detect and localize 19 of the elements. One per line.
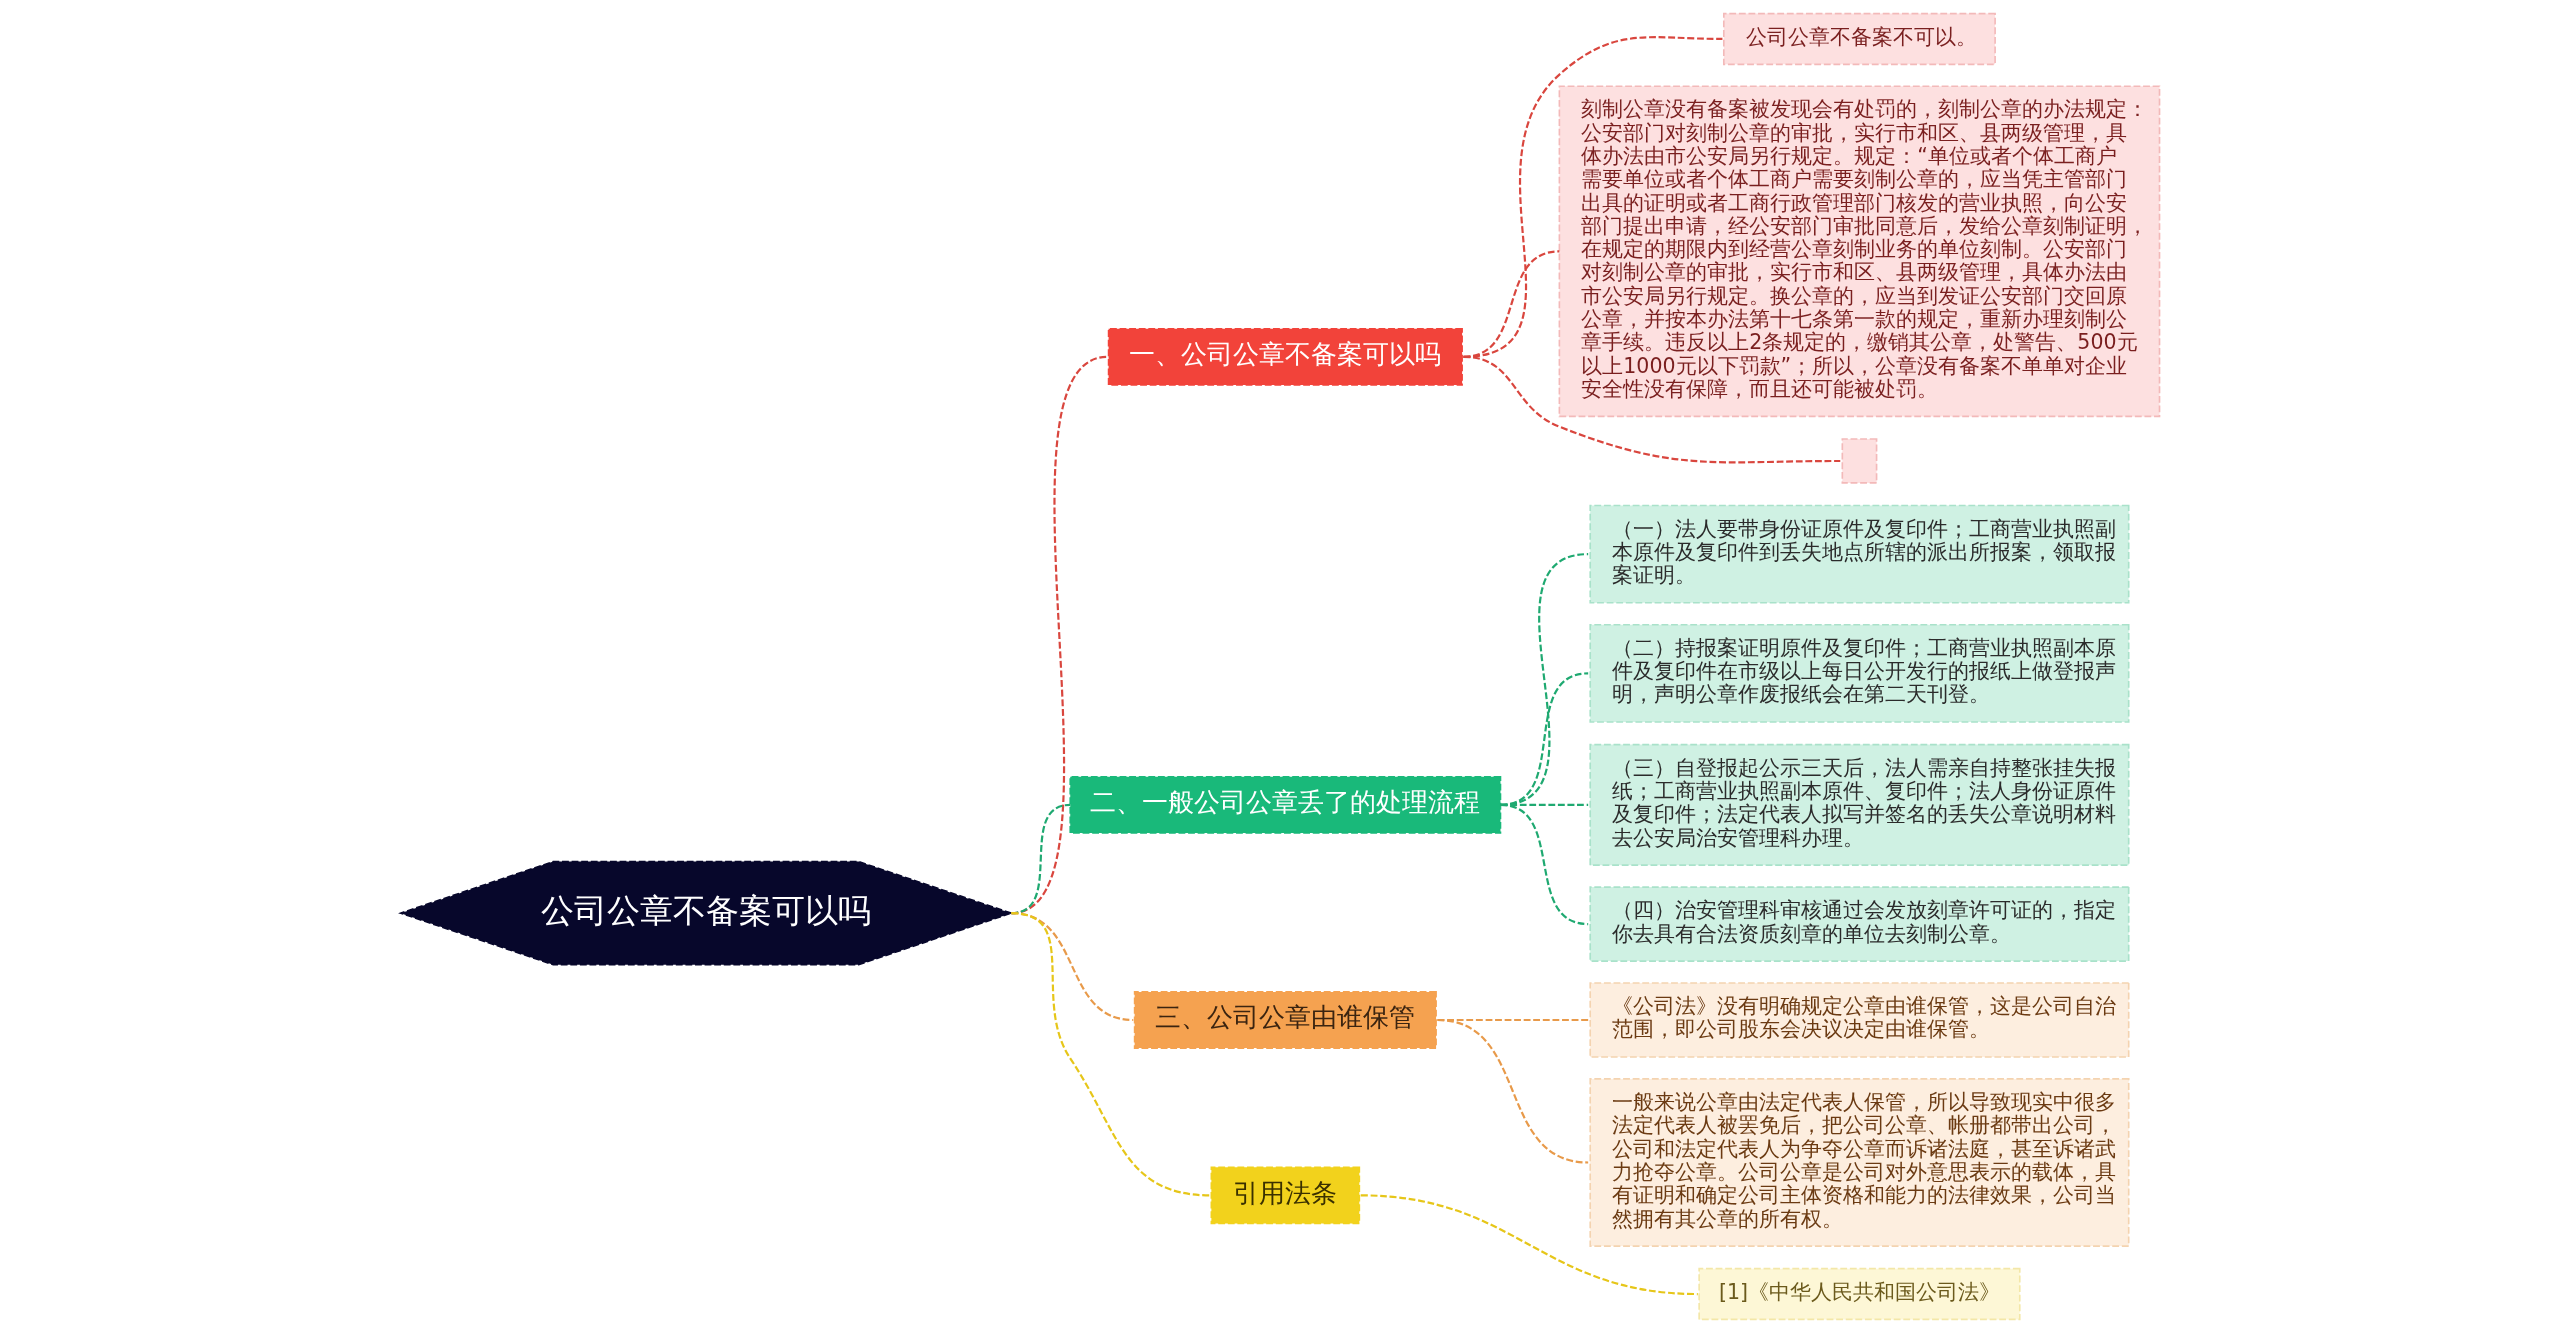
node-box: 引用法条 [1210, 1166, 1361, 1225]
node-box [1841, 438, 1878, 484]
node-box: （一）法人要带身份证原件及复印件；工商营业执照副本原件及复印件到丢失地点所辖的派出所报案，领取报案证明。 [1589, 504, 2130, 604]
node-box: 刻制公章没有备案被发现会有处罚的，刻制公章的办法规定：公安部门对刻制公章的审批，实行市和区、县两级管理，具体办法由市公安局另行规定。规定：“单位或者个体工商户需要单位或者个体工商户需要刻制公章的，应当凭主管部门出具的证明或者工商行政管理部门核发的营业执照，向公安部门提出申请，经公安部门审批同意后，发给公章刻制证明，在规定的期限内到经营公章刻制业务的单位刻制。公安部门对刻制公章的审批，实行市和区、县两级管理，具体办法由市公安局另行规定。换公章的，应当到发证公安部门交回原公章，并按本办法第十七条第一款的规定，重新办理刻制公章手续。违反以上2条规定的，缴销其公章，处警告、500元以上1000元以下罚款”；所以，公章没有备案不单单对企业安全性没有保障，而且还可能被处罚。 [1558, 85, 2161, 418]
connector [1360, 1194, 1698, 1296]
node-box: 公司公章不备案不可以。 [1723, 12, 1996, 66]
node-box: 一、公司公章不备案可以吗 [1107, 327, 1463, 386]
node-box: （四）治安管理科审核通过会发放刻章许可证的，指定你去具有合法资质刻章的单位去刻制公章。 [1589, 886, 2130, 962]
node-box: [1]《中华人民共和国公司法》 [1698, 1267, 2021, 1321]
node-box: 一般来说公章由法定代表人保管，所以导致现实中很多法定代表人被罢免后，把公司公章、帐册都带出公司，公司和法定代表人为争夺公章而诉诸法庭，甚至诉诸武力抢夺公章。公司公章是公司对外意思表示的载体，具有证明和确定公司主体资格和能力的法律效果，公司当然拥有其公章的所有权。 [1589, 1078, 2130, 1247]
connector [1463, 355, 1841, 464]
connector [1500, 803, 1589, 926]
node-box: （二）持报案证明原件及复印件；工商营业执照副本原件及复印件在市级以上每日公开发行的报纸上做登报声明，声明公章作废报纸会在第二天刊登。 [1589, 623, 2130, 723]
node-box: 《公司法》没有明确规定公章由谁保管，这是公司自治范围，即公司股东会决议决定由谁保管。 [1589, 982, 2130, 1058]
node-box: 二、一般公司公章丢了的处理流程 [1069, 775, 1502, 834]
node-box: （三）自登报起公示三天后，法人需亲自持整张挂失报纸；工商营业执照副本原件、复印件；法人身份证原件及复印件；法定代表人拟写并签名的丢失公章说明材料去公安局治安管理科办理。 [1589, 743, 2130, 866]
connector [1437, 1018, 1589, 1164]
node-box: 三、公司公章由谁保管 [1133, 991, 1437, 1049]
connector [1011, 912, 1211, 1197]
